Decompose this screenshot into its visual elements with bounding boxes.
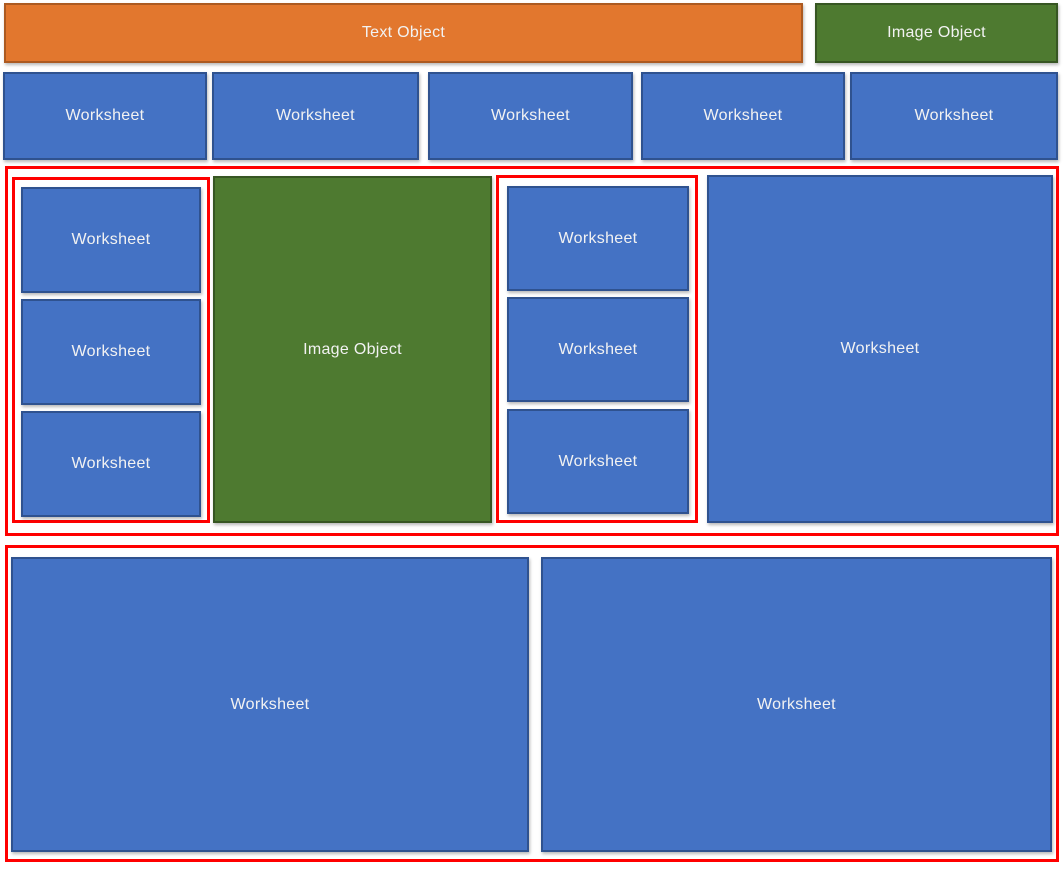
worksheet-block-row-4: Worksheet bbox=[641, 72, 845, 160]
middle-center-group-outline: Worksheet Worksheet Worksheet bbox=[496, 175, 698, 523]
worksheet-block-bottom-right: Worksheet bbox=[541, 557, 1052, 852]
middle-left-group-outline: Worksheet Worksheet Worksheet bbox=[12, 177, 210, 523]
image-object-block-middle: Image Object bbox=[213, 176, 492, 523]
text-object-block: Text Object bbox=[4, 3, 803, 63]
worksheet-block-mid-left-1: Worksheet bbox=[21, 187, 201, 293]
worksheet-block-row-5: Worksheet bbox=[850, 72, 1058, 160]
worksheet-block-row-3: Worksheet bbox=[428, 72, 633, 160]
worksheet-block-mid-center-3: Worksheet bbox=[507, 409, 689, 514]
worksheet-block-mid-left-2: Worksheet bbox=[21, 299, 201, 405]
bottom-section-outline: Worksheet Worksheet bbox=[5, 545, 1059, 862]
worksheet-block-mid-large: Worksheet bbox=[707, 175, 1053, 523]
worksheet-block-row-2: Worksheet bbox=[212, 72, 419, 160]
worksheet-block-mid-left-3: Worksheet bbox=[21, 411, 201, 517]
worksheet-block-row-1: Worksheet bbox=[3, 72, 207, 160]
worksheet-block-mid-center-1: Worksheet bbox=[507, 186, 689, 291]
middle-section-outline: Worksheet Worksheet Worksheet Image Obje… bbox=[5, 166, 1059, 536]
worksheet-block-mid-center-2: Worksheet bbox=[507, 297, 689, 402]
worksheet-block-bottom-left: Worksheet bbox=[11, 557, 529, 852]
image-object-block-top: Image Object bbox=[815, 3, 1058, 63]
